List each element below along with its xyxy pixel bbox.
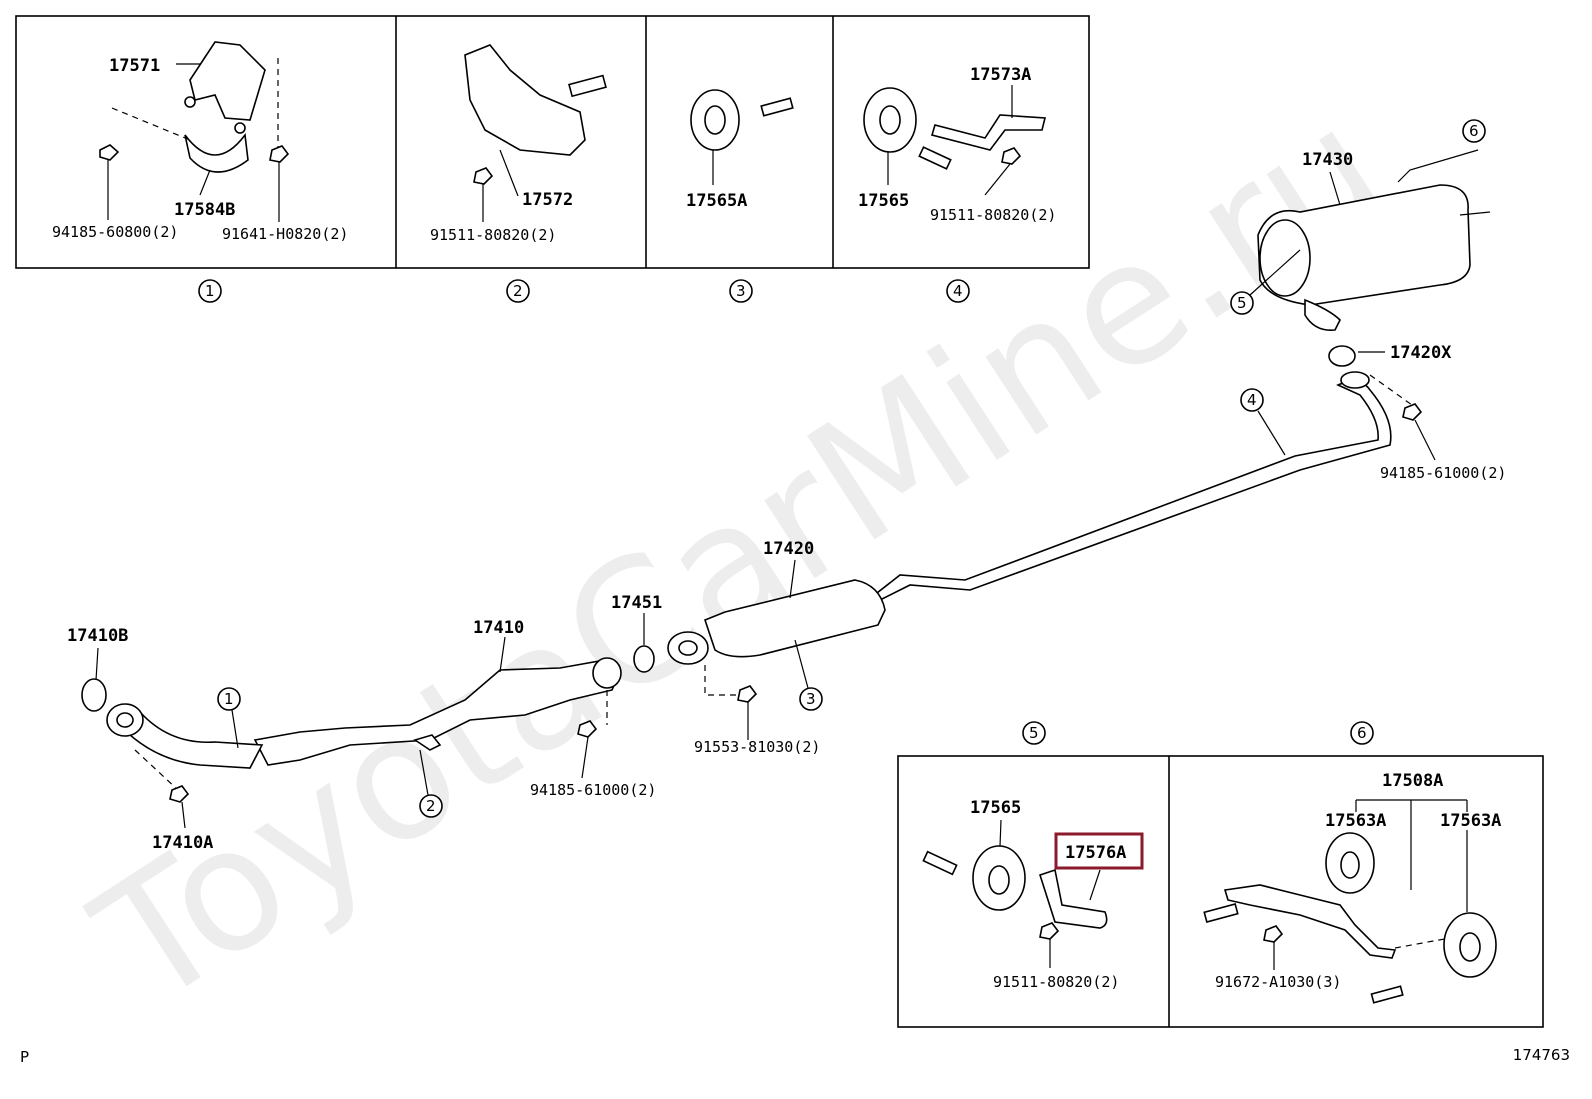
label-17576A: 17576A bbox=[1065, 843, 1126, 863]
svg-text:6: 6 bbox=[1357, 724, 1367, 742]
label-91553-81030: 91553-81030(2) bbox=[694, 738, 820, 756]
nut-94185-61000-front[interactable] bbox=[577, 720, 598, 738]
svg-text:3: 3 bbox=[736, 282, 746, 300]
footer-left: P bbox=[20, 1048, 30, 1066]
bottom-detail-frame: 5 6 bbox=[897, 721, 1544, 1028]
gasket-17420X[interactable] bbox=[1328, 345, 1356, 367]
label-91511-80820-d2: 91511-80820(2) bbox=[430, 226, 556, 244]
exhaust-assembly: 17430 17420X 94185-61000(2) 17420 91553-… bbox=[67, 119, 1506, 853]
label-91511-80820-d5: 91511-80820(2) bbox=[993, 973, 1119, 991]
highlight-17576A bbox=[1054, 832, 1144, 870]
label-17563A-left: 17563A bbox=[1325, 811, 1386, 831]
nut-17410A[interactable] bbox=[169, 785, 190, 803]
label-17410A: 17410A bbox=[152, 833, 213, 853]
label-17572: 17572 bbox=[522, 190, 573, 210]
detail-numbers-top: 1 2 3 4 bbox=[198, 279, 970, 303]
svg-text:6: 6 bbox=[1469, 122, 1479, 140]
label-91672-A1030: 91672-A1030(3) bbox=[1215, 973, 1341, 991]
gasket-17451[interactable] bbox=[633, 645, 655, 673]
label-94185-60800: 94185-60800(2) bbox=[52, 223, 178, 241]
svg-text:2: 2 bbox=[513, 282, 523, 300]
label-17508A: 17508A bbox=[1382, 771, 1443, 791]
detail-3: 17565A bbox=[686, 89, 794, 211]
label-17420X: 17420X bbox=[1390, 343, 1452, 363]
watermark: ToyotaCarMine.ru bbox=[64, 69, 1418, 1044]
label-17565-d4: 17565 bbox=[858, 191, 909, 211]
label-17563A-right: 17563A bbox=[1440, 811, 1501, 831]
bolt-91511-80820-d4[interactable] bbox=[1001, 147, 1022, 165]
label-17420: 17420 bbox=[763, 539, 814, 559]
center-converter-17420[interactable] bbox=[704, 579, 886, 658]
label-17584B: 17584B bbox=[174, 200, 235, 220]
detail-6: 17508A 17563A 17563A 91672-A1030(3) bbox=[1203, 771, 1501, 1004]
clamp-17584B[interactable] bbox=[184, 132, 249, 173]
label-17565A: 17565A bbox=[686, 191, 747, 211]
label-94185-61000-rear: 94185-61000(2) bbox=[1380, 464, 1506, 482]
detail-2: 17572 91511-80820(2) bbox=[430, 44, 607, 244]
bolt-91511-80820-d2[interactable] bbox=[473, 167, 494, 185]
svg-text:5: 5 bbox=[1029, 724, 1039, 742]
top-detail-frame bbox=[15, 15, 1090, 269]
bolt-91641-H0820[interactable] bbox=[269, 145, 290, 163]
nut-94185-60800[interactable] bbox=[99, 144, 120, 161]
bracket-17576A[interactable] bbox=[1038, 868, 1108, 929]
svg-text:4: 4 bbox=[1247, 391, 1257, 409]
svg-text:1: 1 bbox=[205, 282, 215, 300]
bracket-17572[interactable] bbox=[464, 44, 586, 156]
label-17410B: 17410B bbox=[67, 626, 128, 646]
svg-text:4: 4 bbox=[953, 282, 963, 300]
footer-right: 174763 bbox=[1512, 1046, 1570, 1064]
muffler-17430[interactable] bbox=[1257, 184, 1471, 306]
bracket-17508A[interactable] bbox=[1223, 884, 1397, 959]
detail-5: 17565 17576A 91511-80820(2) bbox=[922, 798, 1144, 991]
label-17565-d5: 17565 bbox=[970, 798, 1021, 818]
gasket-17410B[interactable] bbox=[81, 678, 107, 712]
label-91641-H0820: 91641-H0820(2) bbox=[222, 225, 348, 243]
bolt-91511-80820-d5[interactable] bbox=[1039, 922, 1060, 940]
bolt-91672-A1030[interactable] bbox=[1263, 925, 1284, 943]
label-17571: 17571 bbox=[109, 56, 160, 76]
nut-94185-61000-rear[interactable] bbox=[1402, 403, 1423, 421]
bolt-91553-81030[interactable] bbox=[737, 685, 758, 703]
svg-text:5: 5 bbox=[1237, 294, 1247, 312]
label-17573A: 17573A bbox=[970, 65, 1031, 85]
svg-text:3: 3 bbox=[806, 690, 816, 708]
label-17451: 17451 bbox=[611, 593, 662, 613]
detail-1: 17571 17584B 94185-60800(2) 91641-H0820(… bbox=[52, 41, 348, 243]
label-94185-61000-front: 94185-61000(2) bbox=[530, 781, 656, 799]
manifold-pipe[interactable] bbox=[113, 711, 264, 769]
detail-4: 17573A 17565 91511-80820(2) bbox=[858, 65, 1056, 224]
svg-text:2: 2 bbox=[426, 797, 436, 815]
label-17410: 17410 bbox=[473, 618, 524, 638]
label-91511-80820-d4: 91511-80820(2) bbox=[930, 206, 1056, 224]
bracket-17571[interactable] bbox=[189, 41, 266, 121]
svg-text:1: 1 bbox=[224, 690, 234, 708]
bracket-17573A[interactable] bbox=[930, 114, 1047, 151]
label-17430: 17430 bbox=[1302, 150, 1353, 170]
